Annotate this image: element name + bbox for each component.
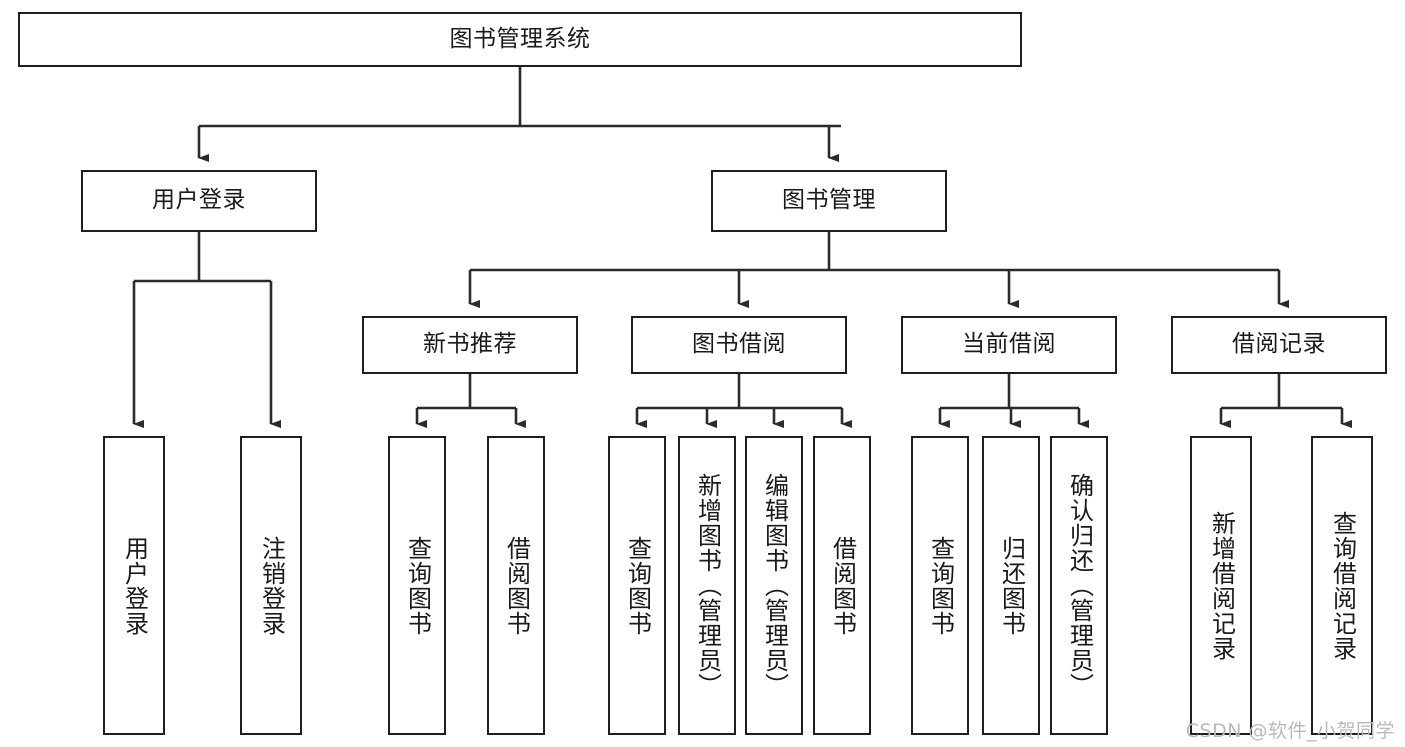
node-label: 当前借阅 — [962, 331, 1056, 358]
node-root-system[interactable]: 图书管理系统 — [18, 12, 1022, 67]
node-label: 查询借阅记录 — [1328, 510, 1357, 661]
node-user-login[interactable]: 用户登录 — [81, 170, 317, 232]
node-leaf-return-book[interactable]: 归还图书 — [982, 436, 1040, 735]
node-leaf-borrow-book-2[interactable]: 借阅图书 — [813, 436, 871, 735]
node-label: 归还图书 — [997, 535, 1026, 636]
node-label: 新增借阅记录 — [1207, 510, 1236, 661]
node-leaf-query-book-3[interactable]: 查询图书 — [911, 436, 969, 735]
node-label: 查询图书 — [623, 535, 652, 636]
node-label: 查询图书 — [926, 535, 955, 636]
node-leaf-edit-book[interactable]: 编辑图书（管理员） — [745, 436, 803, 735]
node-label: 借阅图书 — [502, 535, 531, 636]
node-current-borrow[interactable]: 当前借阅 — [901, 316, 1117, 374]
node-new-book-recommend[interactable]: 新书推荐 — [362, 316, 578, 374]
node-label: 图书借阅 — [692, 331, 786, 358]
node-borrow-record[interactable]: 借阅记录 — [1171, 316, 1387, 374]
node-book-borrow[interactable]: 图书借阅 — [631, 316, 847, 374]
node-label: 用户登录 — [120, 535, 149, 636]
node-leaf-add-record[interactable]: 新增借阅记录 — [1190, 436, 1252, 735]
node-label: 新增图书（管理员） — [693, 473, 722, 698]
node-label: 图书管理 — [782, 187, 876, 214]
node-label: 查询图书 — [403, 535, 432, 636]
node-label: 注销登录 — [257, 535, 286, 636]
node-leaf-query-record[interactable]: 查询借阅记录 — [1311, 436, 1373, 735]
node-book-manage[interactable]: 图书管理 — [711, 170, 947, 232]
node-label: 用户登录 — [152, 187, 246, 214]
node-leaf-logout[interactable]: 注销登录 — [240, 436, 302, 735]
node-leaf-borrow-book-1[interactable]: 借阅图书 — [487, 436, 545, 735]
node-leaf-user-login[interactable]: 用户登录 — [103, 436, 165, 735]
node-leaf-confirm-return[interactable]: 确认归还（管理员） — [1050, 436, 1108, 735]
node-label: 借阅记录 — [1232, 331, 1326, 358]
node-label: 确认归还（管理员） — [1065, 473, 1094, 698]
node-label: 借阅图书 — [828, 535, 857, 636]
node-label: 新书推荐 — [423, 331, 517, 358]
node-leaf-query-book-2[interactable]: 查询图书 — [608, 436, 666, 735]
node-label: 图书管理系统 — [449, 25, 591, 52]
node-label: 编辑图书（管理员） — [760, 473, 789, 698]
node-leaf-add-book[interactable]: 新增图书（管理员） — [678, 436, 736, 735]
node-leaf-query-book-1[interactable]: 查询图书 — [388, 436, 446, 735]
